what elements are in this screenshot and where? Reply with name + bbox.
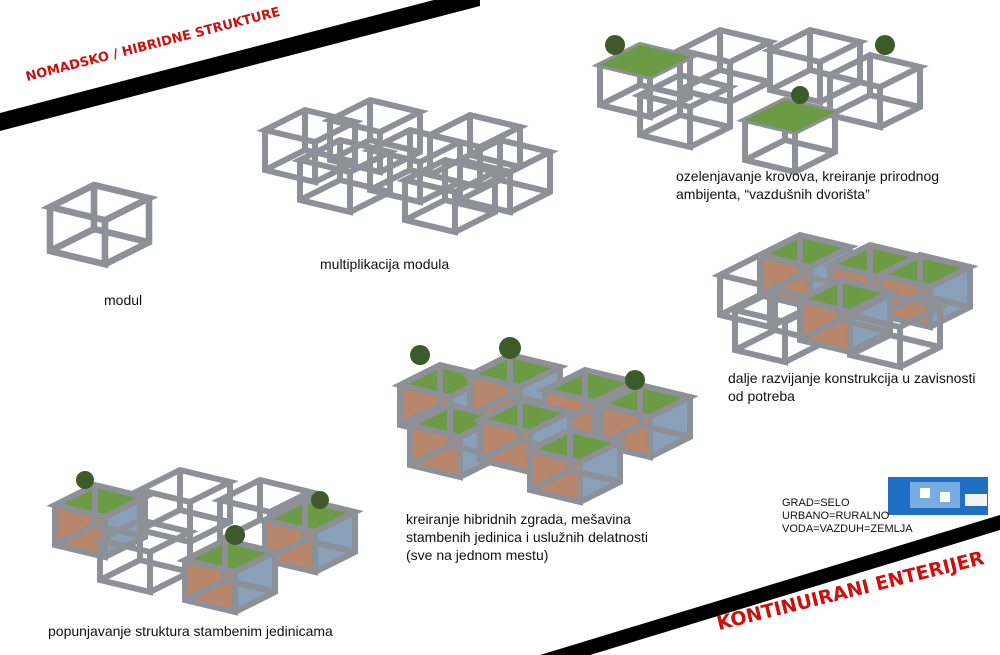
caption-line: od potreba: [728, 388, 795, 404]
caption-kreiranje: kreiranje hibridnih zgrada, mešavina sta…: [406, 510, 648, 564]
caption-line: kreiranje hibridnih zgrada, mešavina: [406, 511, 631, 527]
caption-line: ambijenta, “vazdušnih dvorišta”: [676, 186, 870, 202]
puzzle-hands-image: [888, 477, 988, 515]
bottom-diagonal-band: [540, 515, 1000, 655]
multiplied-modules-illustration: [265, 100, 550, 232]
caption-line: (sve na jednom mestu): [406, 547, 549, 563]
equation-line: URBANO=RURALNO: [782, 510, 890, 522]
caption-line: ozelenjavanje krovova, kreiranje prirodn…: [676, 168, 940, 184]
filled-structure-illustration: [55, 470, 355, 612]
green-roofs-illustration: [600, 30, 920, 172]
equation-line: GRAD=SELO: [782, 497, 850, 509]
caption-dalje: dalje razvijanje konstrukcija u zavisnos…: [728, 369, 975, 405]
equations: GRAD=SELO URBANO=RURALNO VODA=VAZDUH=ZEM…: [782, 497, 913, 536]
caption-modul: modul: [104, 292, 143, 308]
equation-line: VODA=VAZDUH=ZEMLJA: [782, 523, 913, 535]
caption-multiplikacija: multiplikacija modula: [320, 256, 450, 272]
hybrid-buildings-illustration: [400, 337, 690, 502]
caption-line: stambenih jedinica i uslužnih delatnosti: [406, 529, 649, 545]
caption-line: dalje razvijanje konstrukcija u zavisnos…: [728, 370, 976, 386]
caption-popunjavanje: popunjavanje struktura stambenim jedinic…: [48, 623, 333, 639]
single-module-illustration: [50, 185, 149, 264]
caption-ozelenjavanje: ozelenjavanje krovova, kreiranje prirodn…: [676, 167, 939, 203]
developed-structure-illustration: [720, 235, 970, 367]
top-diagonal-band: [0, 0, 480, 131]
